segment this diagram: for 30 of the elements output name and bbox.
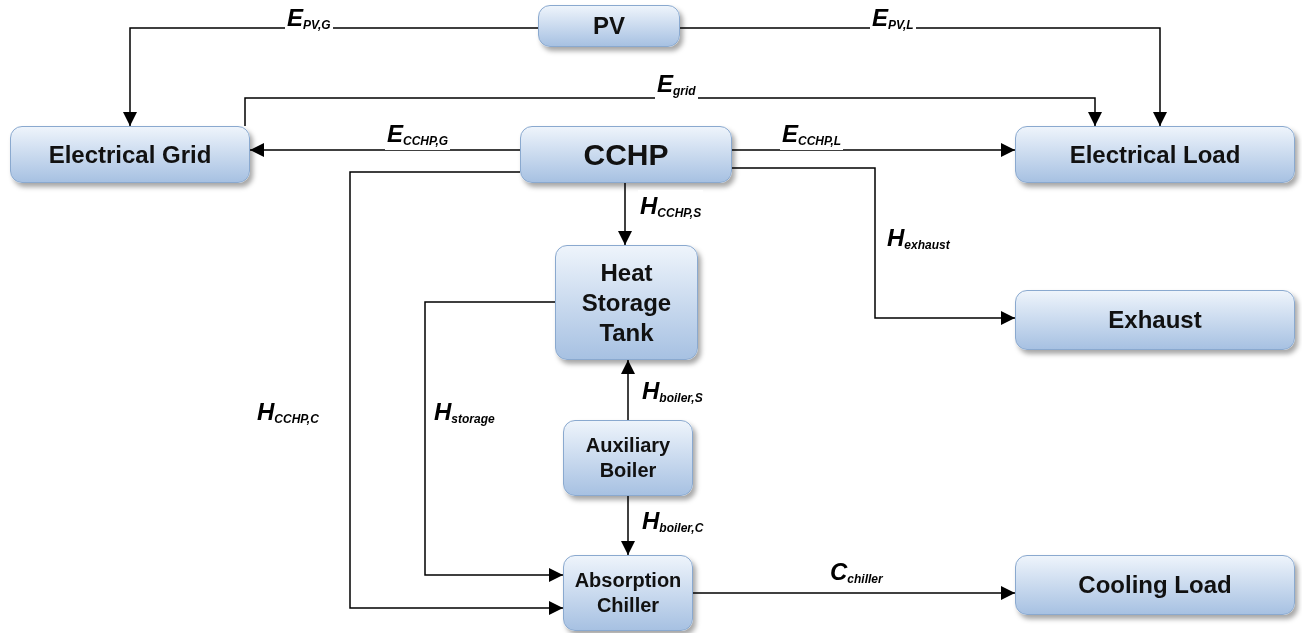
- box-label: PV: [593, 11, 625, 41]
- arrow: [349, 171, 564, 615]
- arrow: [731, 143, 1016, 157]
- box-label: Heat Storage Tank: [580, 257, 673, 348]
- process-box: [555, 245, 698, 360]
- arrow: [249, 143, 521, 157]
- arrow: [244, 97, 1102, 127]
- box-label: Absorption Chiller: [573, 568, 683, 618]
- box-label: Exhaust: [1108, 305, 1202, 335]
- process-box: [538, 5, 680, 47]
- arrow: [692, 586, 1016, 600]
- process-box: [520, 126, 732, 183]
- process-box: [563, 420, 693, 496]
- process-box: [10, 126, 250, 183]
- process-box: [563, 555, 693, 631]
- arrow: [679, 27, 1167, 127]
- box-label: Electrical Load: [1069, 139, 1241, 170]
- arrow: [731, 167, 1016, 325]
- arrow: [424, 301, 564, 582]
- box-label: Cooling Load: [1078, 570, 1232, 600]
- box-label: CCHP: [583, 136, 669, 173]
- arrow: [123, 27, 539, 127]
- arrow: [621, 359, 635, 421]
- arrow: [621, 495, 635, 556]
- box-label: Auxiliary Boiler: [584, 433, 672, 483]
- box-label: Electrical Grid: [48, 139, 212, 170]
- process-box: [1015, 555, 1295, 615]
- process-box: [1015, 126, 1295, 183]
- process-box: [1015, 290, 1295, 350]
- arrow: [618, 182, 632, 246]
